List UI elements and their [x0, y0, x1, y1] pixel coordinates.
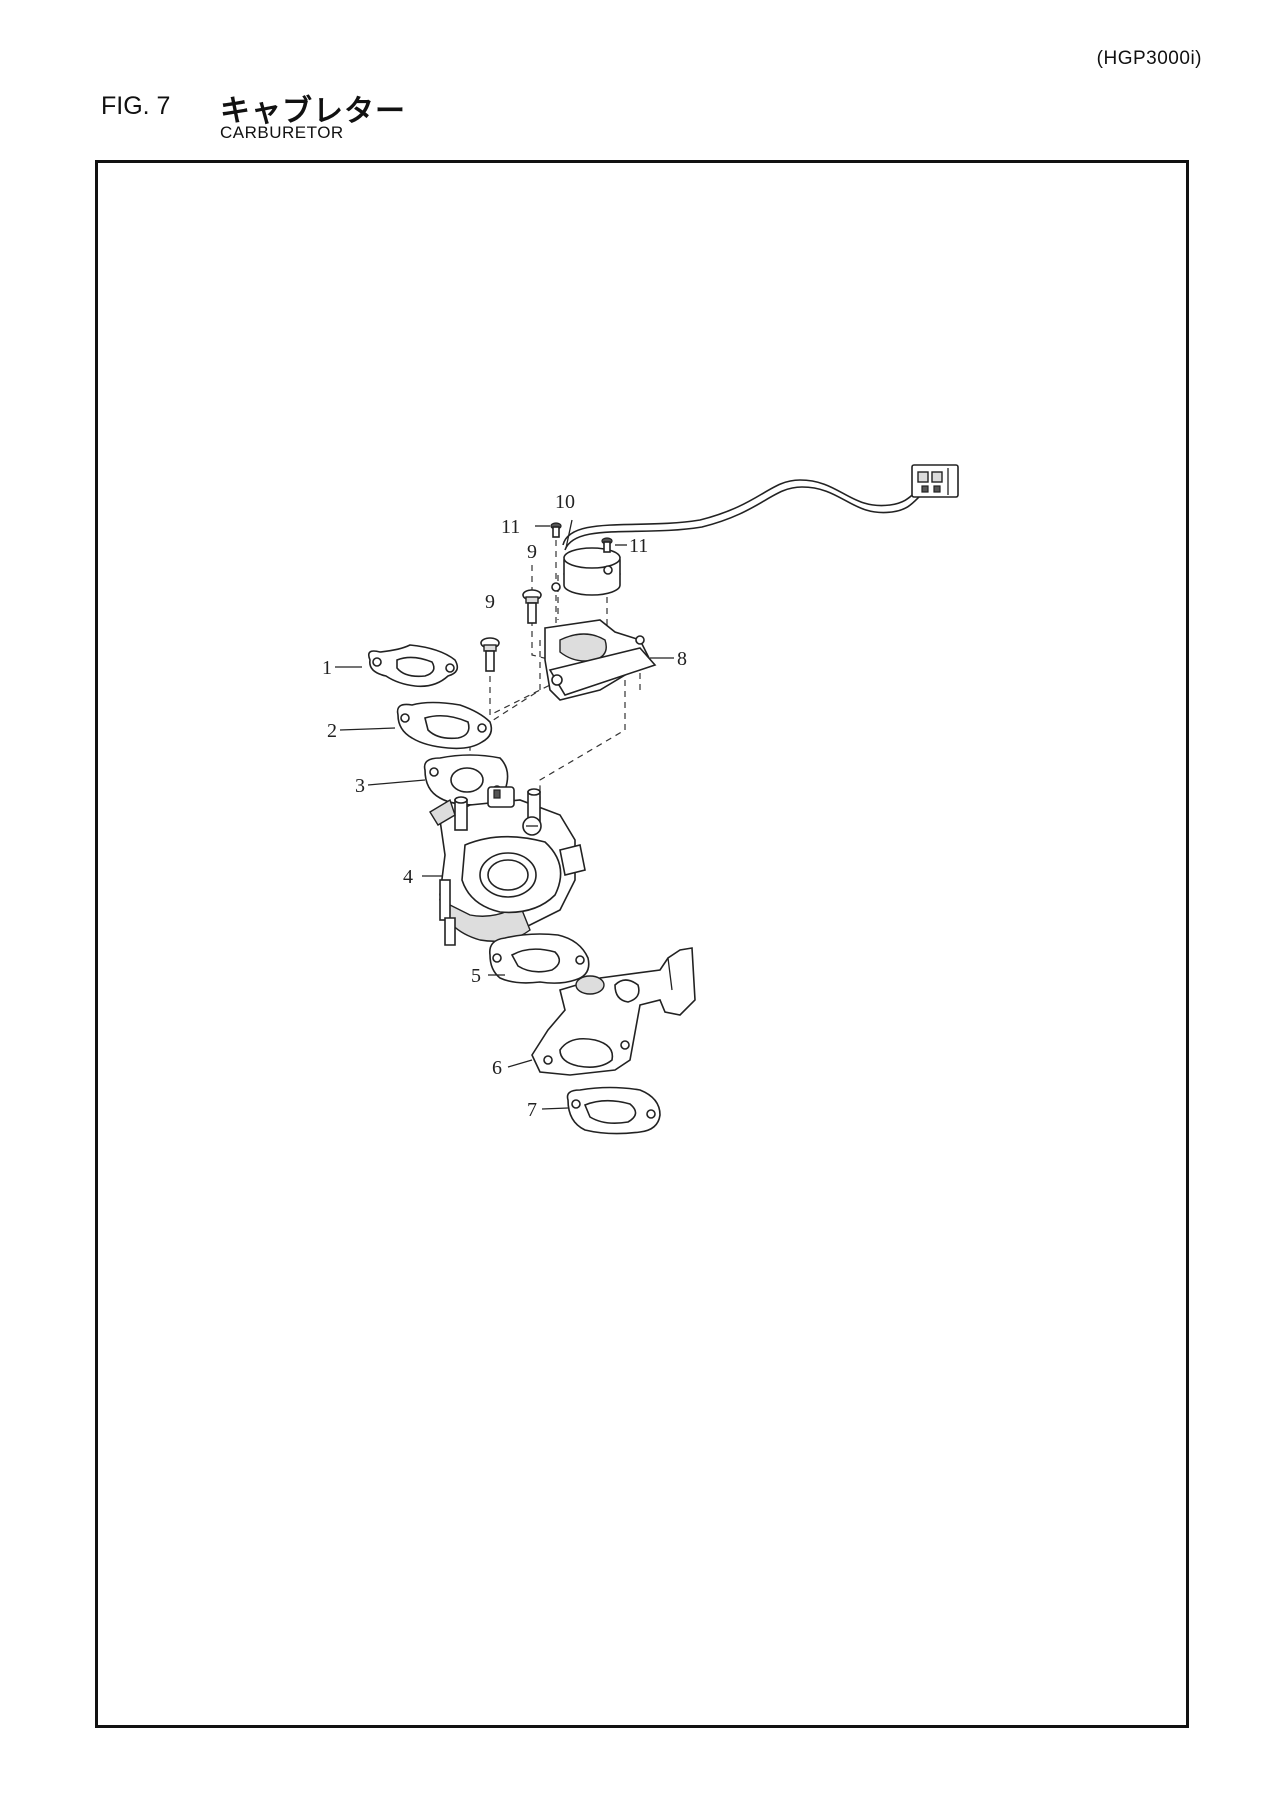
- control-plate-part-6: [531, 947, 696, 1076]
- carburetor-body-part-4: [429, 786, 586, 946]
- screw-part-11-left: [550, 522, 562, 538]
- gasket-part-2: [396, 701, 493, 750]
- callout-9-lower: 9: [485, 591, 495, 613]
- callout-9-upper: 9: [527, 541, 537, 563]
- gasket-part-1: [367, 644, 459, 688]
- callout-6: 6: [492, 1057, 502, 1079]
- bracket-part-8: [544, 619, 657, 701]
- callout-7: 7: [527, 1099, 537, 1121]
- bolt-part-9-upper: [522, 589, 542, 624]
- callout-5: 5: [471, 965, 481, 987]
- callout-11-right: 11: [629, 535, 648, 557]
- sensor-wire-harness: [562, 479, 921, 551]
- figure-number: FIG. 7: [101, 92, 171, 120]
- callout-4: 4: [403, 866, 413, 888]
- model-label: (HGP3000i): [1096, 48, 1202, 69]
- callout-8: 8: [677, 648, 687, 670]
- gasket-part-7: [566, 1086, 661, 1135]
- insulator-part-3: [423, 754, 509, 806]
- callout-2: 2: [327, 720, 337, 742]
- callout-leader-lines: [335, 519, 674, 1110]
- page-title-japanese: キャブレター: [220, 94, 406, 129]
- callout-11-left: 11: [501, 516, 520, 538]
- gasket-part-5: [488, 933, 590, 984]
- callout-1: 1: [322, 657, 332, 679]
- bolt-part-9-lower: [480, 637, 500, 672]
- diagram-frame: [95, 160, 1189, 1728]
- page-title-english: CARBURETOR: [220, 123, 344, 142]
- screw-part-11-right: [601, 537, 613, 553]
- connector-plug-icon: [911, 464, 959, 498]
- solenoid-part-10: [551, 547, 621, 596]
- callout-3: 3: [355, 775, 365, 797]
- callout-10: 10: [555, 491, 575, 513]
